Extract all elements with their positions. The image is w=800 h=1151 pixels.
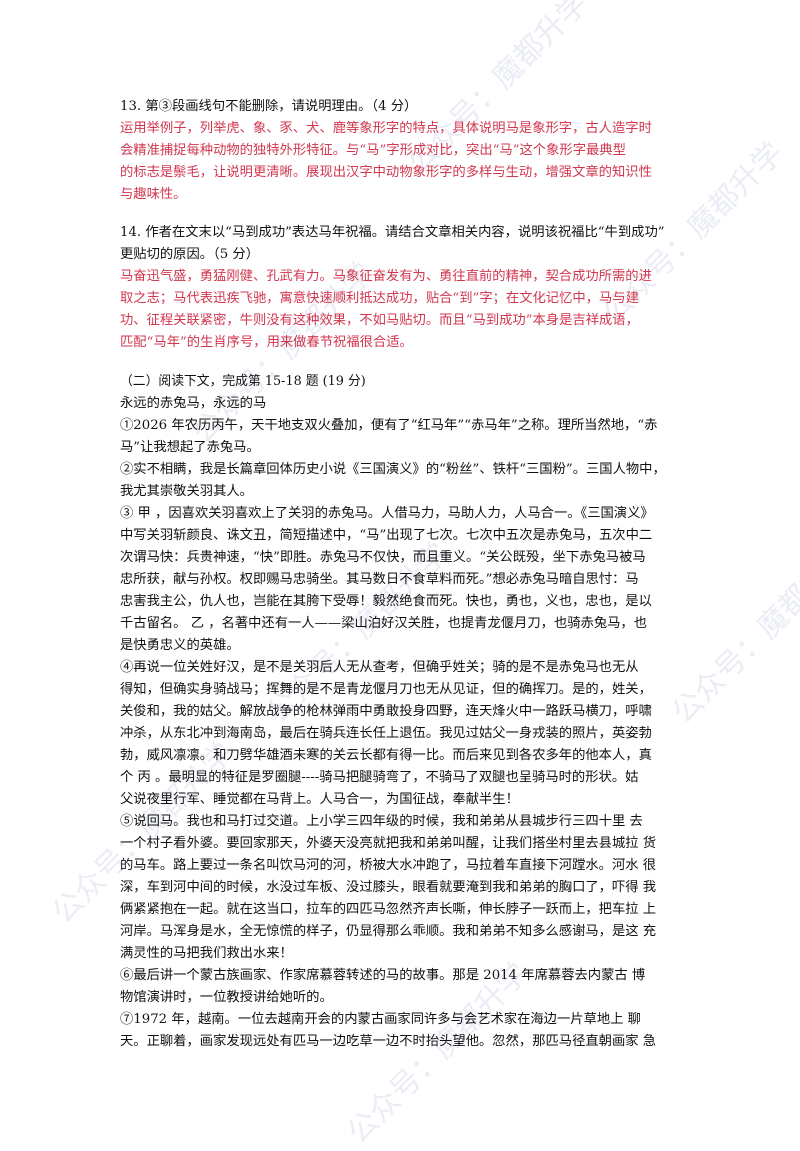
- answer-14-line: 取之志；马代表迅疾飞驰，寓意快速顺利抵达成功，贴合“到”字；在文化记忆中，马与建: [120, 291, 639, 306]
- question-14: 14. 作者在文末以“马到成功”表达马年祝福。请结合文章相关内容，说明该祝福比“…: [120, 222, 680, 354]
- passage-line: ①2026 年农历丙午，天干地支双火叠加，便有了“红马年”“赤马年”之称。理所当…: [120, 418, 658, 433]
- passage-line: 勃，威风凛凛。和刀劈华雄酒未寒的关云长都有得一比。而后来见到各农多年的他本人，真: [120, 748, 652, 763]
- answer-14-line: 匹配“马年”的生肖序号，用来做春节祝福很合适。: [120, 335, 413, 350]
- passage-line: 满灵性的马把我们救出水来！: [120, 946, 293, 961]
- passage-line: 一个村子看外婆。要回家那天，外婆天没亮就把我和弟弟叫醒，让我们搭坐村里去县城拉 …: [120, 836, 657, 851]
- passage-line: ⑤说回马。我也和马打过交道。上小学三四年级的时候，我和弟弟从县城步行三四十里 去: [120, 814, 643, 829]
- answer-13-line: 的标志是鬃毛，让说明更清晰。展现出汉字中动物象形字的多样与生动，增强文章的知识性: [120, 165, 652, 180]
- watermark: 公众号：魔都升学: [665, 535, 800, 731]
- passage-line: 中写关羽斩颜良、诛文丑，简短描述中，“马”出现了七次。七次中五次是赤兔马，五次中…: [120, 528, 653, 543]
- passage-body: ①2026 年农历丙午，天干地支双火叠加，便有了“红马年”“赤马年”之称。理所当…: [120, 415, 680, 1053]
- passage-line: 关俊和，我的姑父。解放战争的枪林弹雨中勇敢投身四野，连天烽火中一路跃马横刀，呼啸: [120, 704, 652, 719]
- passage-line: 河岸。马浑身是水，全无惊慌的样子，仍显得那么乖顺。我和弟弟不知多么感谢马，是这 …: [120, 924, 657, 939]
- answer-13-line: 会精准捕捉每种动物的独特外形特征。与“马”字形成对比，突出“马”这个象形字最典型: [120, 143, 626, 158]
- passage-line: 忠害我主公，仇人也，岂能在其胯下受辱！毅然绝食而死。快也，勇也，义也，忠也，是以: [120, 594, 652, 609]
- passage-line: 得知，但确实身骑战马；挥舞的是不是青龙偃月刀也无从见证，但的确挥刀。是的，姓关，: [120, 682, 652, 697]
- answer-14-line: 马奋迅气盛，勇猛刚健、孔武有力。马象征奋发有为、勇往直前的精神，契合成功所需的进: [120, 269, 652, 284]
- answer-13-line: 与趣味性。: [120, 187, 187, 202]
- answer-14-line: 功、征程关联紧密，牛则没有这种效果，不如马贴切。而且“马到成功”本身是吉祥成语，: [120, 313, 639, 328]
- passage-line: 我尤其崇敬关羽其人。: [120, 484, 253, 499]
- passage-line: ②实不相瞒，我是长篇章回体历史小说《三国演义》的“粉丝”、铁杆“三国粉”。三国人…: [120, 462, 666, 477]
- passage-line: 千古留名。 乙 ，名著中还有一人——梁山泊好汉关胜，也提青龙偃月刀，也骑赤兔马，…: [120, 616, 648, 631]
- question-14-text: 14. 作者在文末以“马到成功”表达马年祝福。请结合文章相关内容，说明该祝福比“…: [120, 225, 665, 240]
- passage-line: ⑥最后讲一个蒙古族画家、作家席慕蓉转述的马的故事。那是 2014 年席慕蓉去内蒙…: [120, 968, 646, 983]
- passage-line: ③ 甲 ，因喜欢关羽喜欢上了关羽的赤兔马。人借马力，马助人力，人马合一。《三国演…: [120, 506, 654, 521]
- passage-title: 永远的赤兔马，永远的马: [120, 396, 267, 411]
- passage-line: 个 丙 。最明显的特征是罗圈腿----骑马把腿骑弯了，不骑马了双腿也呈骑马时的形…: [120, 770, 639, 785]
- passage-line: 冲杀，从东北冲到海南岛，最后在骑兵连长任上退伍。我见过姑父一身戎装的照片，英姿勃: [120, 726, 652, 741]
- passage-line: 的马车。路上要过一条名叫饮马河的河，桥被大水冲跑了，马拉着车直接下河蹚水。河水 …: [120, 858, 657, 873]
- passage-line: 忠所获，献与孙权。权即赐马忠骑坐。其马数日不食草料而死。”想必赤兔马暗自思忖：马: [120, 572, 639, 587]
- passage-line: ⑦1972 年，越南。一位去越南开会的内蒙古画家同许多与会艺术家在海边一片草地上…: [120, 1012, 641, 1027]
- answer-13-line: 运用举例子，列举虎、象、豕、犬、鹿等象形字的特点，具体说明马是象形字，古人造字时: [120, 121, 652, 136]
- passage-line: 马”让我想起了赤兔马。: [120, 440, 260, 455]
- question-13-text: 13. 第③段画线句不能删除，请说明理由。（4 分）: [120, 99, 418, 114]
- passage-line: 俩紧紧抱在一起。就在这当口，拉车的四匹马忽然齐声长嘶，伸长脖子一跃而上，把车拉 …: [120, 902, 657, 917]
- passage-line: 父说夜里行军、睡觉都在马背上。人马合一，为国征战，奉献半生！: [120, 792, 519, 807]
- question-14-text: 更贴切的原因。（5 分）: [120, 247, 260, 262]
- passage-line: 次谓马快：兵贵神速，“快”即胜。赤兔马不仅快，而且重义。“关公既殁，坐下赤兔马被…: [120, 550, 646, 565]
- passage-line: 是快勇忠义的英雄。: [120, 638, 240, 653]
- section-heading: （二）阅读下文，完成第 15-18 题 (19 分): [120, 374, 366, 389]
- passage-line: 深，车到河中间的时候，水没过车板、没过膝头，眼看就要淹到我和弟弟的胸口了，吓得 …: [120, 880, 657, 895]
- question-13: 13. 第③段画线句不能删除，请说明理由。（4 分） 运用举例子，列举虎、象、豕…: [120, 96, 680, 206]
- passage-line: 物馆演讲时，一位教授讲给她听的。: [120, 990, 333, 1005]
- passage-line: ④再说一位关姓好汉，是不是关羽后人无从查考，但确乎姓关；骑的是不是赤兔马也无从: [120, 660, 639, 675]
- passage-line: 天。正聊着，画家发现远处有匹马一边吃草一边不时抬头望他。忽然，那匹马径直朝画家 …: [120, 1034, 657, 1049]
- reading-section-2: （二）阅读下文，完成第 15-18 题 (19 分) 永远的赤兔马，永远的马 ①…: [120, 371, 680, 1053]
